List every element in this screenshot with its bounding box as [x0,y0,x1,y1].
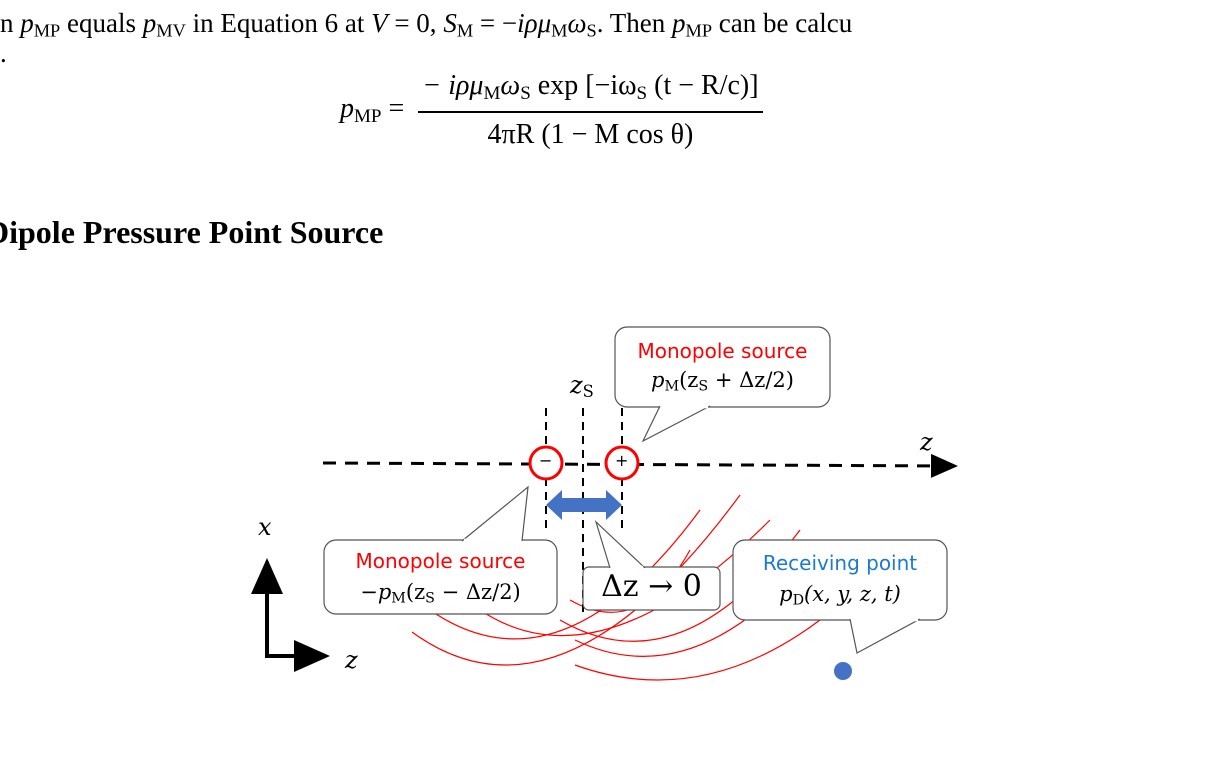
text-fragment: can be calcu [712,8,853,38]
f: −p [360,580,392,604]
top-callout-title: Monopole source [637,339,808,363]
delta-z-label: Δz → 0 [601,569,702,604]
equals-sign: = [388,93,405,124]
wavefront-arc [429,509,701,640]
equation-pmp: pMP = − iρμMωS exp [−iωS (t − R/c)] 4πR … [340,70,763,151]
section-heading: Dipole Pressure Point Source [0,214,384,250]
math-p: p [20,8,34,38]
plus-source-icon [604,445,640,481]
delta-callout-box [582,566,721,611]
math-sub: MP [33,20,61,41]
wavefront-arc [411,494,741,666]
receiving-callout-tail [849,618,921,654]
equation-fraction: − iρμMωS exp [−iωS (t − R/c)] 4πR (1 − M… [418,70,763,151]
math-sub: M [483,82,501,104]
math-sub: MP [354,105,382,127]
left-callout-formula: −pM(zS − Δz/2) [324,580,557,607]
text-fragment: equals [60,8,143,38]
f: (z [405,580,426,604]
left-callout-title: Monopole source [355,549,526,573]
wavefront-arc [574,619,821,681]
math-s: S [443,8,457,38]
math-sub: S [586,20,597,41]
top-callout-tail [641,405,711,443]
plus-sign: + [615,451,629,470]
delta-callout-tail [594,520,646,569]
f: − Δz/2) [434,580,521,604]
body-text-line: en pMP equals pMV in Equation 6 at V = 0… [0,8,852,42]
left-callout-tail [461,485,529,542]
f-sub: S [698,378,709,395]
f: + Δz/2) [708,368,794,392]
math-sub: M [551,20,568,41]
text-fragment: . Then [596,8,672,38]
text-fragment: in Equation 6 at [185,8,372,38]
left-callout-box [323,539,558,615]
math-p: p [142,8,157,38]
math-omega: ω [567,8,587,38]
coord-x-label: x [258,513,272,541]
math-fragment: (t − R/c)] [647,70,759,101]
math-sub: S [636,82,648,104]
math-p: p [340,93,354,124]
top-callout-formula: pM(zS + Δz/2) [615,368,830,395]
receiving-callout-title: Receiving point [762,551,918,575]
text-fragment: = − [473,8,518,38]
f: (z [679,368,699,392]
f: (x, y, z, t) [804,582,901,606]
math-fragment: exp [−iω [530,70,637,101]
math-sub: S [520,82,531,104]
minus-source-icon [528,445,564,481]
wavefront-arc [479,519,771,637]
f-sub: M [391,590,406,607]
f-sub: D [792,592,805,609]
math-sub: M [456,20,474,41]
math-sub: MP [685,20,713,41]
f-sub: S [425,590,435,607]
coord-z-label: z [345,646,358,674]
double-arrow-icon [546,490,622,520]
top-callout-box [614,326,831,408]
equation-lhs: pMP = [340,93,404,128]
math-v: V [371,8,388,38]
f: p [779,582,793,606]
math-fragment: ω [500,70,521,101]
math-sub: MV [156,20,186,41]
f-sub: M [664,378,680,395]
receiving-callout-box [732,539,948,621]
receiving-callout-formula: pD(x, y, z, t) [733,582,947,609]
body-text-line2: . [0,38,7,68]
zs-label: zS [570,371,594,401]
math-irhomu: iρμ [517,8,552,38]
equation-denominator: 4πR (1 − M cos θ) [487,118,694,150]
zs-sub: S [582,382,594,402]
text-fragment: = 0, [387,8,444,38]
zs-z: z [570,371,583,399]
equation-numerator: − iρμMωS exp [−iωS (t − R/c)] [418,70,763,113]
math-fragment: − iρμ [422,70,484,101]
receiving-point-dot [834,662,852,680]
text-fragment: en [0,8,14,38]
minus-sign: − [539,451,553,470]
math-p: p [672,8,686,38]
f: p [651,368,665,392]
z-axis-label: z [920,428,933,456]
